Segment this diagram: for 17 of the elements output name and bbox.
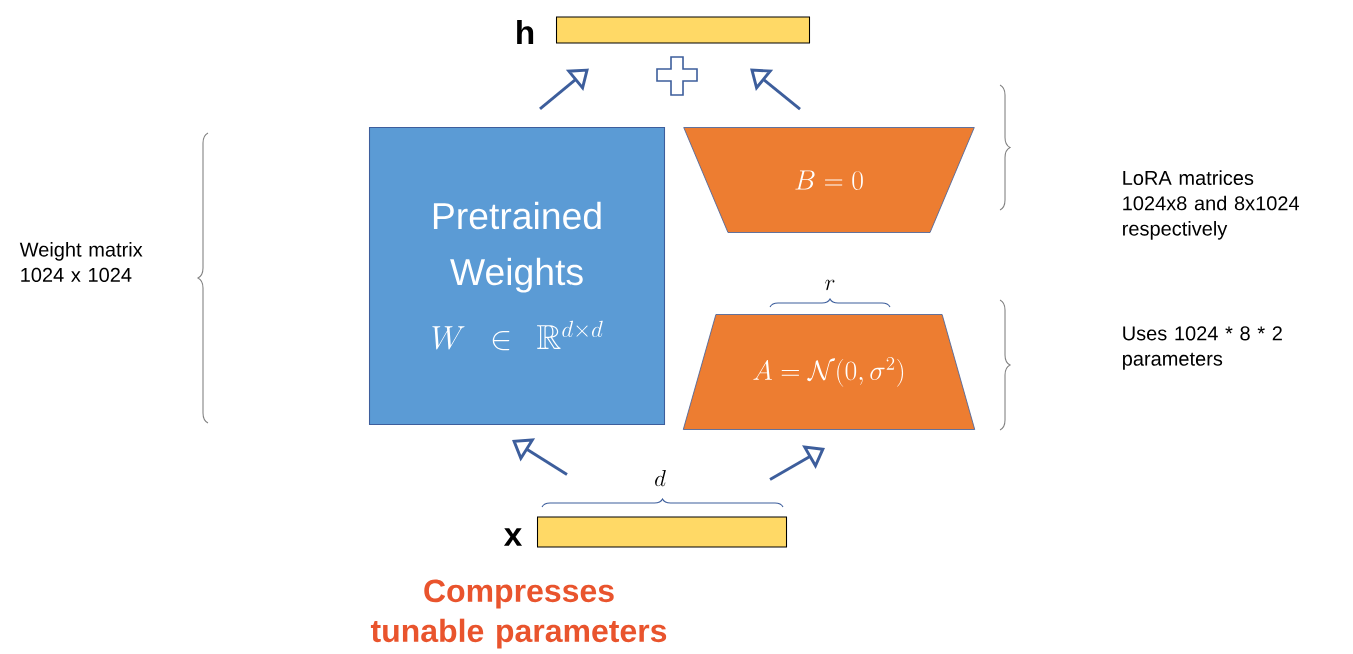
block-arrow bbox=[769, 445, 825, 481]
bar bbox=[536, 516, 788, 548]
block-arrow bbox=[539, 68, 589, 111]
bar bbox=[555, 16, 811, 44]
trapezoid: $B = 0$ bbox=[683, 127, 975, 233]
note-text: Weight matrix 1024 x 1024 bbox=[19, 242, 143, 282]
block-arrow bbox=[750, 68, 801, 111]
block-arrow bbox=[512, 438, 568, 476]
trapezoid: $A = \mathcal{N}(0, \sigma^2)$ bbox=[682, 314, 976, 430]
dimension-label: $d$ bbox=[655, 470, 666, 487]
weights-box: Pretrained Weights $W \in \mathbb{R}^{d \times d}$ bbox=[368, 126, 666, 426]
note-text: Uses 1024 * 8 * 2 parameters bbox=[1123, 326, 1282, 370]
caption: Compresses tunable parameters bbox=[370, 579, 667, 649]
vector-label: h bbox=[517, 19, 534, 45]
note-text: LoRA matrices 1024x8 and 8x1024 respectively bbox=[1123, 170, 1299, 240]
vector-label: x bbox=[503, 528, 523, 546]
dimension-label: $r$ bbox=[825, 279, 835, 291]
